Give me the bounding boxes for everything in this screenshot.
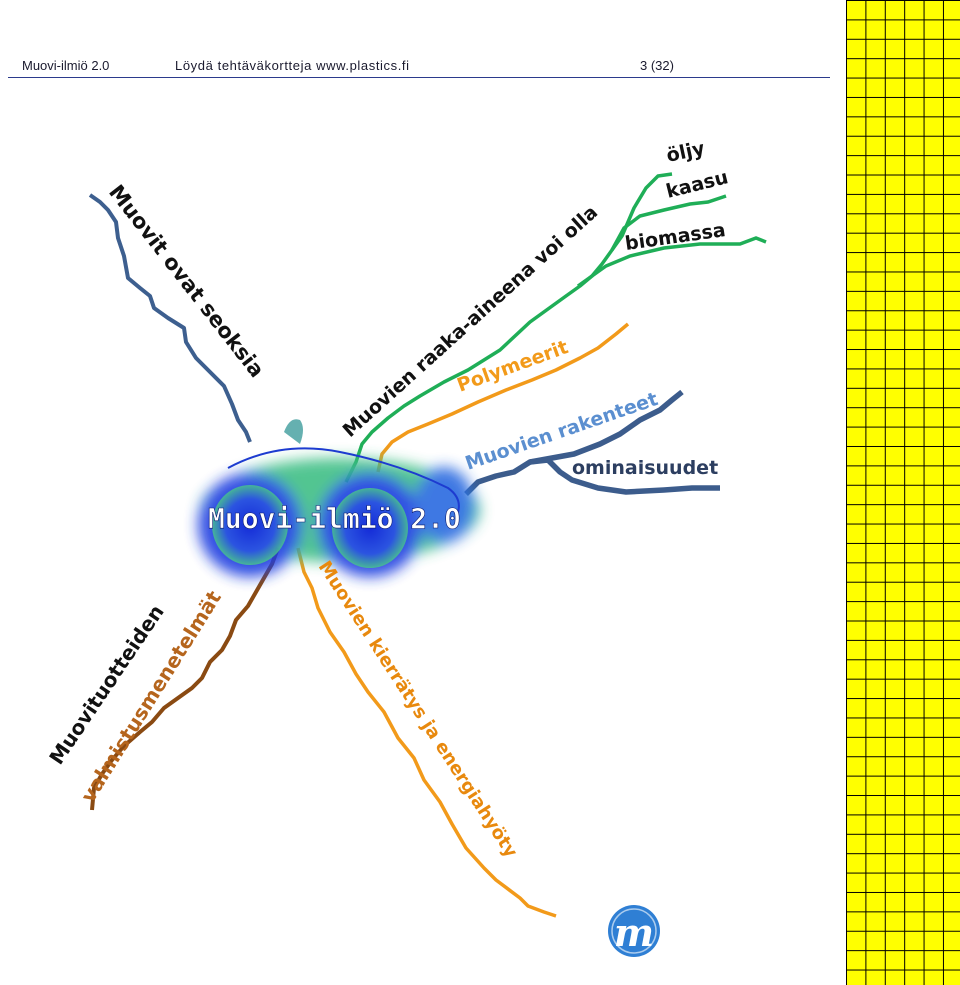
page-header: Muovi-ilmiö 2.0 Löydä tehtäväkortteja ww…: [0, 0, 835, 80]
header-rule: [8, 77, 830, 78]
page-number: 3 (32): [640, 58, 674, 73]
doc-title: Muovi-ilmiö 2.0: [22, 58, 110, 73]
grid-strip: [846, 0, 960, 985]
branch-rakenteet-line: [464, 389, 684, 496]
branch-seoksia-line: [88, 193, 252, 443]
label-ominaisuudet: ominaisuudet: [572, 457, 718, 479]
car-illustration: [198, 419, 480, 577]
branch-raaka-aine-line: [344, 172, 673, 483]
center-label: Muovi-ilmiö 2.0: [208, 502, 461, 535]
branch-valmistus-line: [90, 547, 280, 811]
label-kierratys: Muovien kierrätys ja energiahyöty: [314, 557, 522, 861]
label-oljy: öljy: [664, 137, 707, 167]
branch-kierratys-line: [296, 547, 557, 918]
branch-ominaisuudet-line: [529, 457, 720, 495]
mind-map: Muovi-ilmiö 2.0 Muovit ovat seoksia Muov…: [44, 137, 767, 957]
label-biomassa: biomassa: [624, 219, 727, 255]
logo-letter: m: [614, 910, 654, 955]
tagline: Löydä tehtäväkortteja www.plastics.fi: [175, 58, 410, 73]
branch-kaasu-line: [610, 194, 727, 251]
plastics-logo: m: [608, 905, 660, 957]
branch-polymeerit-line: [376, 322, 630, 473]
branch-biomassa-line: [576, 236, 767, 288]
